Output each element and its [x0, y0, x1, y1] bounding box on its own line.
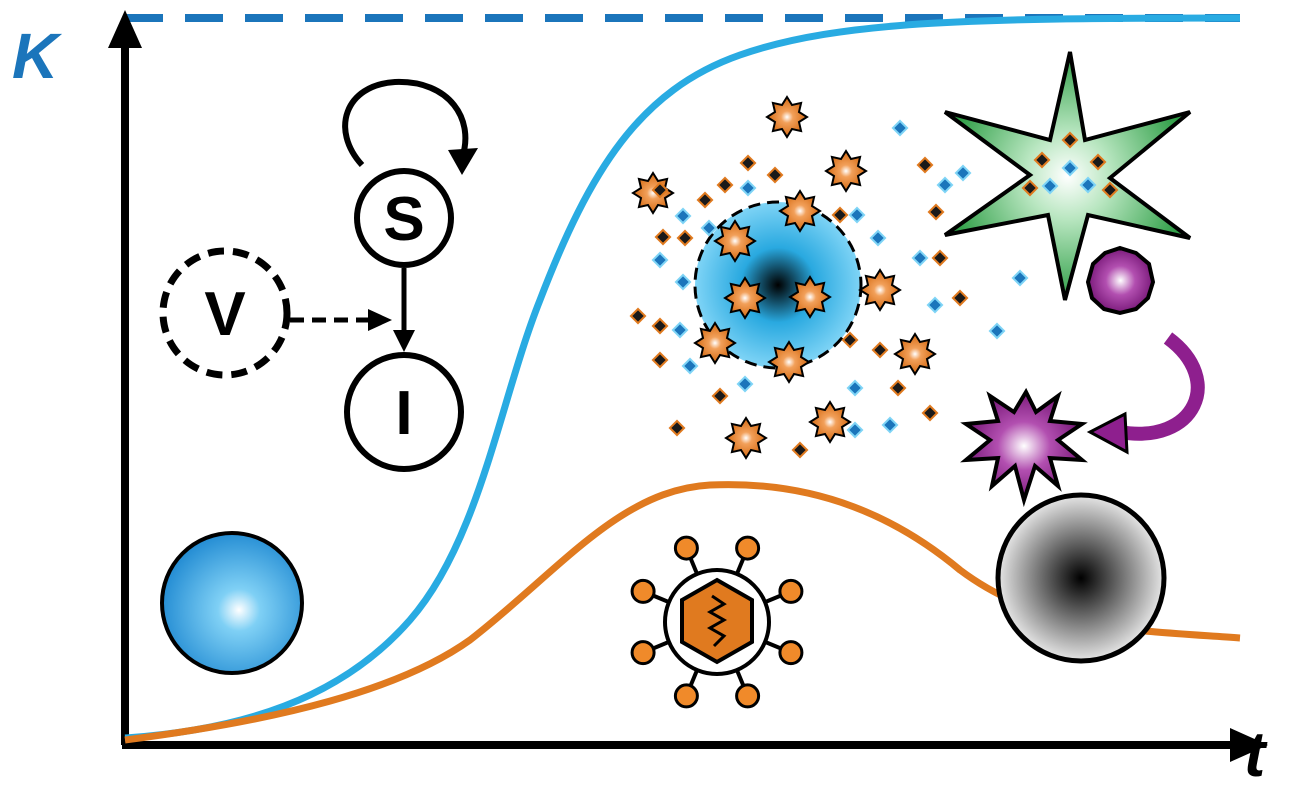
- virus-fragment-icon: [1061, 131, 1079, 149]
- virion-icon: [808, 400, 852, 444]
- virion-icon: [788, 275, 832, 319]
- virus-fragment-icon: [846, 421, 864, 439]
- purple-burst-icon: [960, 387, 1088, 508]
- purple-cell-icon: [1085, 245, 1156, 316]
- virus-fragment-icon: [954, 164, 972, 182]
- virus-fragment-icon: [911, 249, 929, 267]
- y-axis-label: K: [12, 20, 63, 92]
- virus-fragment-icon: [766, 166, 784, 184]
- virus-fragment-icon: [848, 206, 866, 224]
- virus-fragment-icon: [1079, 176, 1097, 194]
- virus-spike-icon: [630, 578, 656, 604]
- virion-icon: [723, 276, 767, 320]
- virus-fragment-icon: [791, 441, 809, 459]
- virus-fragment-icon: [716, 176, 734, 194]
- node-v-label: V: [204, 280, 245, 349]
- virus-fragment-icon: [1101, 181, 1119, 199]
- node-v: [159, 247, 291, 379]
- virus-spike-icon: [630, 640, 656, 666]
- virus-spike-icon: [735, 535, 761, 561]
- virus-fragment-icon: [931, 249, 949, 267]
- virus-fragment-icon: [831, 206, 849, 224]
- x-axis-label: t: [1244, 718, 1268, 790]
- x-axis: [122, 728, 1268, 762]
- node-s: [354, 168, 454, 268]
- virion-icon: [631, 171, 675, 215]
- virion-icon: [693, 321, 737, 365]
- dead-cell-icon: [995, 492, 1167, 664]
- virion-icon: [724, 416, 768, 460]
- virus-fragment-icon: [1061, 159, 1079, 177]
- virus-fragment-icon: [891, 119, 909, 137]
- virion-icon: [713, 219, 757, 263]
- virus-fragment-icon: [629, 307, 647, 325]
- virus-fragment-icon: [1021, 179, 1039, 197]
- virion-icon: [765, 95, 809, 139]
- virus-spike-icon: [778, 640, 804, 666]
- healthy-cell-icon: [160, 531, 304, 675]
- virus-fragment-icon: [916, 156, 934, 174]
- virus-fragment-icon: [988, 322, 1006, 340]
- virus-fragment-icon: [841, 331, 859, 349]
- virus-fragment-icon: [668, 419, 686, 437]
- virion-icon: [778, 189, 822, 233]
- virus-fragment-icon: [711, 387, 729, 405]
- virus-fragment-icon: [651, 317, 669, 335]
- virus-fragment-icon: [881, 416, 899, 434]
- virus-fragment-icon: [671, 321, 689, 339]
- node-s-label: S: [383, 185, 424, 254]
- virus-fragment-icon: [869, 229, 887, 247]
- virus-fragment-icon: [736, 375, 754, 393]
- virus-spike-icon: [778, 578, 804, 604]
- virus-fragment-icon: [674, 273, 692, 291]
- y-axis: [108, 10, 142, 745]
- virus-fragment-icon: [739, 179, 757, 197]
- virus-fragment-icon: [696, 191, 714, 209]
- virus-fragment-icon: [846, 379, 864, 397]
- virus-fragment-icon: [926, 296, 944, 314]
- self-loop-arrow-icon: [342, 78, 469, 168]
- virus-fragment-icon: [681, 357, 699, 375]
- virus-fragment-icon: [651, 251, 669, 269]
- node-i-label: I: [395, 379, 412, 448]
- cell-growth-curve: [124, 14, 1241, 742]
- virus-fragment-icon: [889, 379, 907, 397]
- virion-icon: [858, 268, 902, 312]
- virion-icon: [893, 332, 937, 376]
- virus-fragment-icon: [700, 219, 718, 237]
- virus-fragment-icon: [674, 207, 692, 225]
- virus-fragment-icon: [1041, 177, 1059, 195]
- virion-icon: [767, 340, 811, 384]
- virus-fragment-icon: [936, 176, 954, 194]
- infected-cell-burst-icon: [629, 95, 1029, 460]
- virus-fragment-icon: [927, 203, 945, 221]
- virus-fragment-icon: [951, 289, 969, 307]
- virus-fragment-icon: [871, 341, 889, 359]
- purple-arrow-icon: [1118, 332, 1205, 441]
- virus-fragment-icon: [676, 229, 694, 247]
- virion-icon: [824, 149, 868, 193]
- node-i: [344, 352, 464, 472]
- lysis-star-icon: [943, 51, 1192, 301]
- virus-spike-icon: [735, 683, 761, 709]
- virus-particle-icon: [630, 535, 804, 709]
- virus-fragment-icon: [651, 351, 669, 369]
- virus-fragment-icon: [1011, 269, 1029, 287]
- virus-spike-icon: [673, 535, 699, 561]
- virus-fragment-icon: [921, 404, 939, 422]
- sir-node-diagram: S I V: [159, 78, 478, 472]
- virus-fragment-icon: [1033, 151, 1051, 169]
- virus-fragment-icon: [654, 228, 672, 246]
- virus-spike-icon: [673, 683, 699, 709]
- virus-fragment-icon: [1089, 153, 1107, 171]
- virus-fragment-icon: [651, 181, 669, 199]
- virus-fragment-icon: [739, 154, 757, 172]
